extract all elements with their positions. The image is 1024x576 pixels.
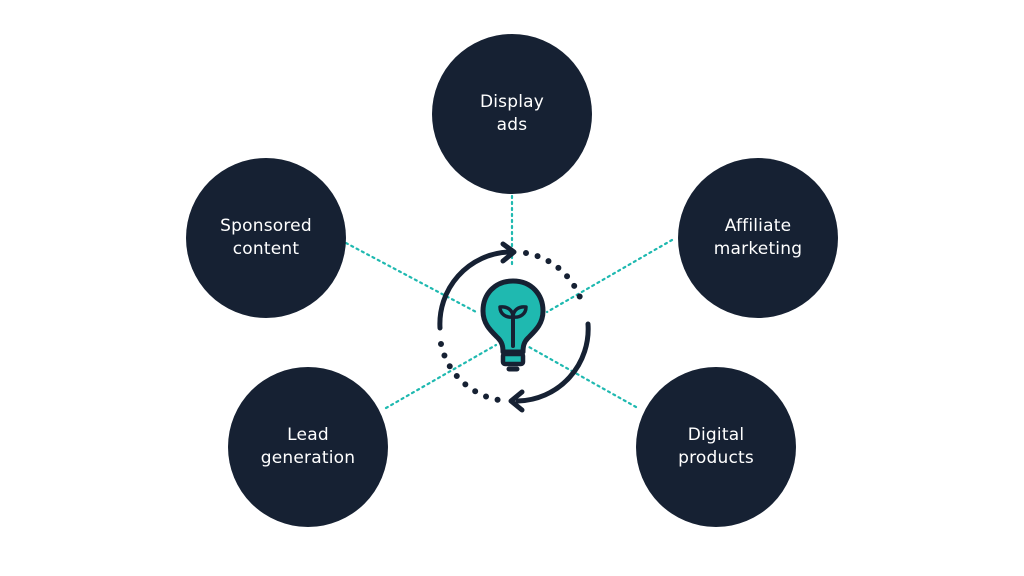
node-lead-generation-line2: generation: [260, 448, 356, 468]
cycle-arc-left-icon: [437, 249, 511, 331]
bulb-base-icon: [500, 351, 526, 367]
node-digital-products-line2: products: [678, 448, 754, 468]
node-digital-products: Digital products: [636, 367, 796, 527]
node-display-ads: Display ads: [432, 34, 592, 194]
node-sponsored-content-line1: Sponsored: [220, 216, 312, 236]
node-display-ads-line1: Display: [479, 92, 545, 112]
node-sponsored-content-line2: content: [232, 239, 300, 259]
connector-affiliate-marketing: [545, 238, 674, 314]
connector-digital-products: [527, 345, 638, 409]
arrowhead-bottom-icon: [508, 389, 525, 413]
connector-sponsored-content: [344, 241, 480, 315]
node-display-ads-line2: ads: [496, 115, 528, 135]
node-lead-generation-line1: Lead: [287, 425, 329, 445]
lightbulb-cycle-icon: [437, 241, 591, 413]
node-digital-products-line1: Digital: [687, 425, 745, 445]
cycle-dots-top-right-icon: [523, 250, 584, 303]
node-sponsored-content: Sponsored content: [186, 158, 346, 318]
node-affiliate-marketing: Affiliate marketing: [678, 158, 838, 318]
sprout-leaf-right-icon: [511, 305, 528, 319]
cycle-dots-bottom-left-icon: [438, 341, 502, 403]
cycle-arc-right-icon: [515, 321, 591, 404]
sprout-leaf-left-icon: [498, 305, 515, 319]
arrowhead-top-icon: [500, 241, 517, 264]
node-lead-generation: Lead generation: [228, 367, 388, 527]
node-affiliate-marketing-line1: Affiliate: [724, 216, 792, 236]
node-affiliate-marketing-line2: marketing: [713, 239, 803, 259]
